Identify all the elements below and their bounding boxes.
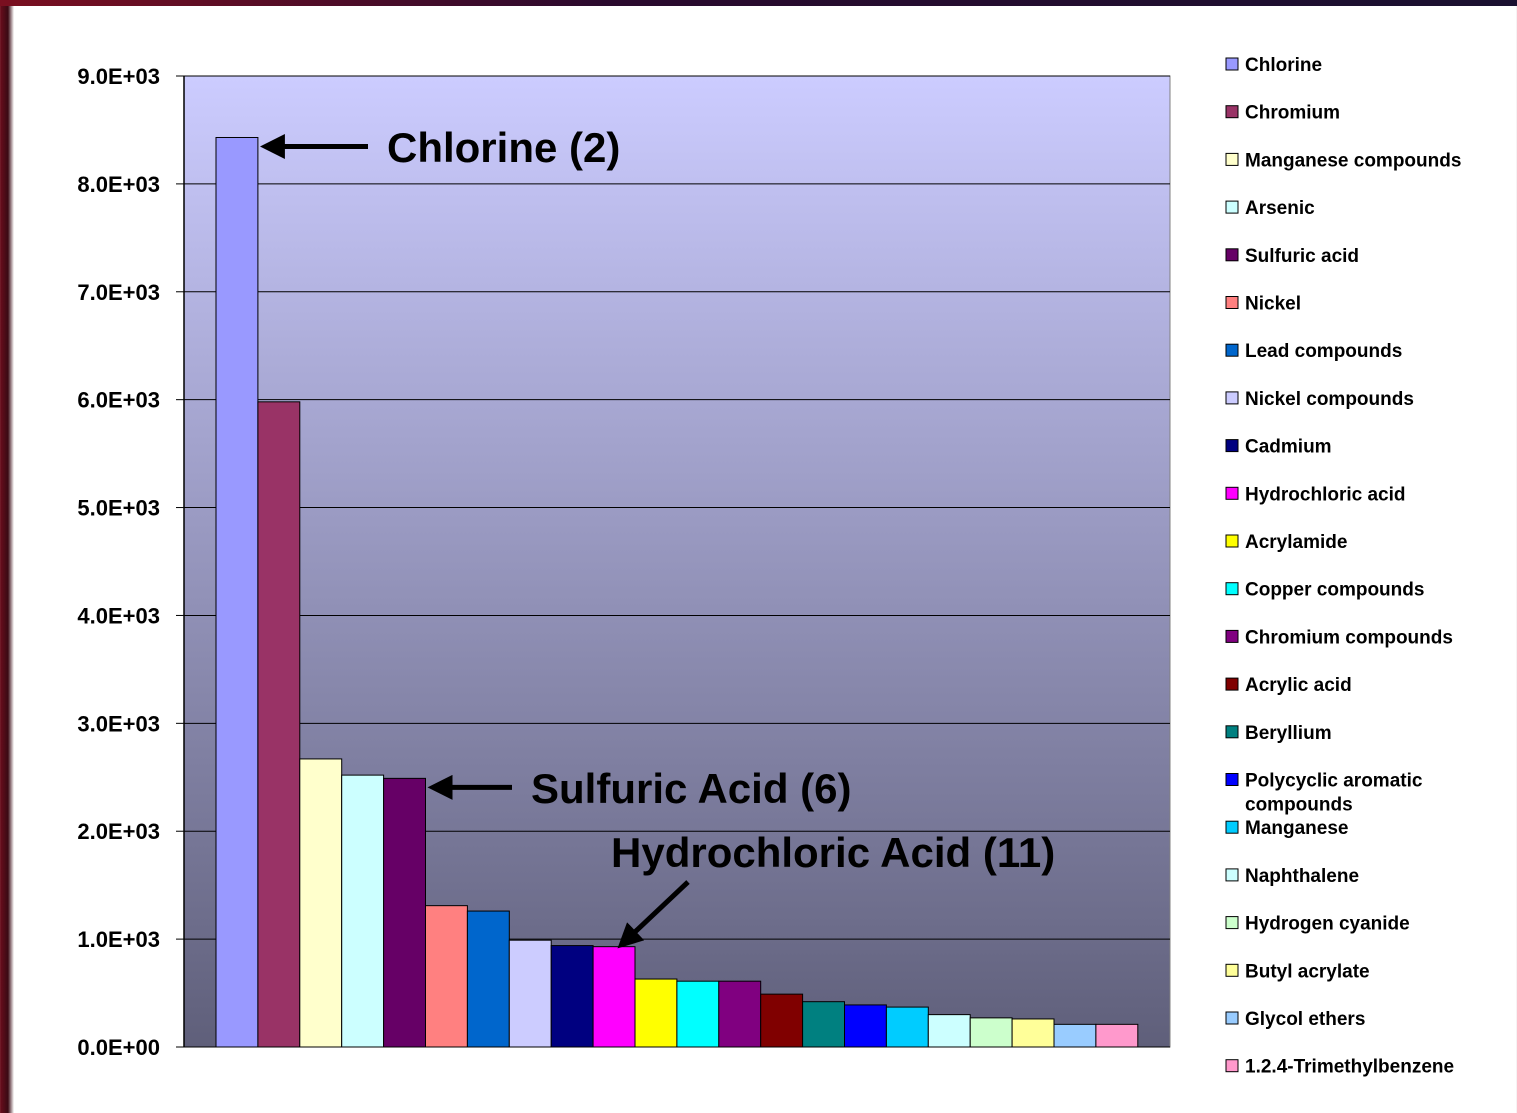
legend-label: Lead compounds bbox=[1245, 341, 1402, 362]
bar-acrylamide bbox=[634, 978, 678, 1048]
legend-swatch bbox=[1225, 1059, 1239, 1073]
y-tick-label: 3.0E+03 bbox=[77, 711, 160, 736]
bar-1-2-4-trimethylbenzene bbox=[1095, 1023, 1139, 1048]
bar-nickel-compounds bbox=[508, 939, 552, 1048]
bar-nickel bbox=[425, 905, 468, 1048]
legend-swatch bbox=[1225, 248, 1239, 262]
annotation-arrow bbox=[617, 880, 690, 949]
legend-swatch bbox=[1225, 391, 1239, 405]
bar-butyl-acrylate bbox=[1011, 1018, 1055, 1048]
legend-swatch bbox=[1225, 868, 1239, 882]
y-tick-label: 6.0E+03 bbox=[77, 388, 160, 413]
bar-lead-compounds bbox=[466, 910, 510, 1048]
y-tick-label: 8.0E+03 bbox=[77, 172, 160, 197]
bar-polycyclic-aromatic-compounds bbox=[844, 1004, 887, 1048]
y-axis: 0.0E+00 1.0E+03 2.0E+03 3.0E+03 4.0E+03 5.0E+… bbox=[77, 64, 185, 1060]
legend-swatch bbox=[1225, 1011, 1239, 1025]
legend-label: Beryllium bbox=[1245, 723, 1332, 744]
bar-hydrogen-cyanide bbox=[969, 1017, 1013, 1048]
legend-swatch bbox=[1225, 296, 1239, 309]
legend-label: compounds bbox=[1245, 795, 1353, 816]
legend-label: Copper compounds bbox=[1245, 580, 1424, 601]
top-border bbox=[0, 0, 1517, 6]
legend-swatch bbox=[1225, 916, 1239, 930]
bar-hydrochloric-acid bbox=[592, 946, 636, 1048]
bars bbox=[215, 136, 1139, 1048]
bar-manganese bbox=[885, 1006, 929, 1048]
annotation-label: Hydrochloric Acid (11) bbox=[611, 829, 1055, 876]
legend-label: Nickel bbox=[1245, 294, 1301, 315]
bar-manganese-compounds bbox=[299, 758, 343, 1048]
y-tick-label: 4.0E+03 bbox=[77, 603, 160, 628]
annotation-label: Chlorine (2) bbox=[387, 124, 620, 171]
bar-naphthalene bbox=[927, 1014, 971, 1048]
legend-label: 1.2.4-Trimethylbenzene bbox=[1245, 1057, 1454, 1078]
legend-label: Chromium compounds bbox=[1245, 627, 1453, 648]
legend-swatch bbox=[1225, 105, 1239, 119]
legend-label: Nickel compounds bbox=[1245, 389, 1414, 410]
y-tick-label: 2.0E+03 bbox=[77, 819, 160, 844]
legend-label: Cadmium bbox=[1245, 437, 1332, 458]
legend-label: Arsenic bbox=[1245, 198, 1315, 219]
bar-chlorine bbox=[215, 136, 259, 1048]
legend-label: Acrylic acid bbox=[1245, 675, 1352, 696]
bar-chromium bbox=[257, 401, 301, 1048]
legend-swatch bbox=[1225, 343, 1239, 357]
legend-swatch bbox=[1225, 200, 1239, 214]
bar-copper-compounds bbox=[676, 980, 720, 1048]
y-tick-label: 7.0E+03 bbox=[77, 280, 160, 305]
legend-swatch bbox=[1225, 57, 1239, 71]
y-tick-label: 9.0E+03 bbox=[77, 64, 160, 89]
y-tick-label: 1.0E+03 bbox=[77, 927, 160, 952]
annotation-label: Sulfuric Acid (6) bbox=[531, 765, 851, 812]
bar-cadmium bbox=[550, 945, 594, 1048]
legend-label: Hydrochloric acid bbox=[1245, 484, 1406, 505]
bar-sulfuric-acid bbox=[383, 777, 427, 1048]
legend-label: Glycol ethers bbox=[1245, 1009, 1365, 1030]
legend-label: Polycyclic aromatic bbox=[1245, 771, 1423, 792]
y-tick-label: 0.0E+00 bbox=[77, 1035, 160, 1060]
bar-acrylic-acid bbox=[760, 993, 804, 1048]
annotations: Chlorine (2) Sulfuric Acid (6) Hydrochlori… bbox=[259, 124, 1055, 949]
legend-swatch bbox=[1225, 677, 1239, 691]
bar-arsenic bbox=[341, 774, 385, 1048]
legend-swatch bbox=[1225, 773, 1239, 786]
legend-swatch bbox=[1225, 582, 1239, 596]
legend-label: Manganese bbox=[1245, 818, 1348, 839]
y-tick-label: 5.0E+03 bbox=[77, 496, 160, 521]
legend-label: Hydrogen cyanide bbox=[1245, 914, 1410, 935]
legend-swatch bbox=[1225, 439, 1239, 453]
legend-swatch bbox=[1225, 725, 1239, 739]
bar-chromium-compounds bbox=[718, 980, 762, 1048]
legend-swatch bbox=[1225, 534, 1239, 548]
legend-label: Chromium bbox=[1245, 103, 1340, 124]
legend-label: Butyl acrylate bbox=[1245, 961, 1370, 982]
legend-swatch bbox=[1225, 486, 1239, 500]
bar-glycol-ethers bbox=[1053, 1023, 1097, 1048]
legend-swatch bbox=[1225, 820, 1239, 834]
legend-label: Chlorine bbox=[1245, 55, 1322, 76]
legend-swatch bbox=[1225, 629, 1239, 643]
legend-label: Naphthalene bbox=[1245, 866, 1359, 887]
legend-swatch bbox=[1225, 963, 1239, 977]
legend-label: Manganese compounds bbox=[1245, 150, 1461, 171]
legend-swatch bbox=[1225, 152, 1239, 166]
legend-label: Acrylamide bbox=[1245, 532, 1347, 553]
legend-label: Sulfuric acid bbox=[1245, 246, 1359, 267]
bar-beryllium bbox=[802, 1001, 845, 1048]
